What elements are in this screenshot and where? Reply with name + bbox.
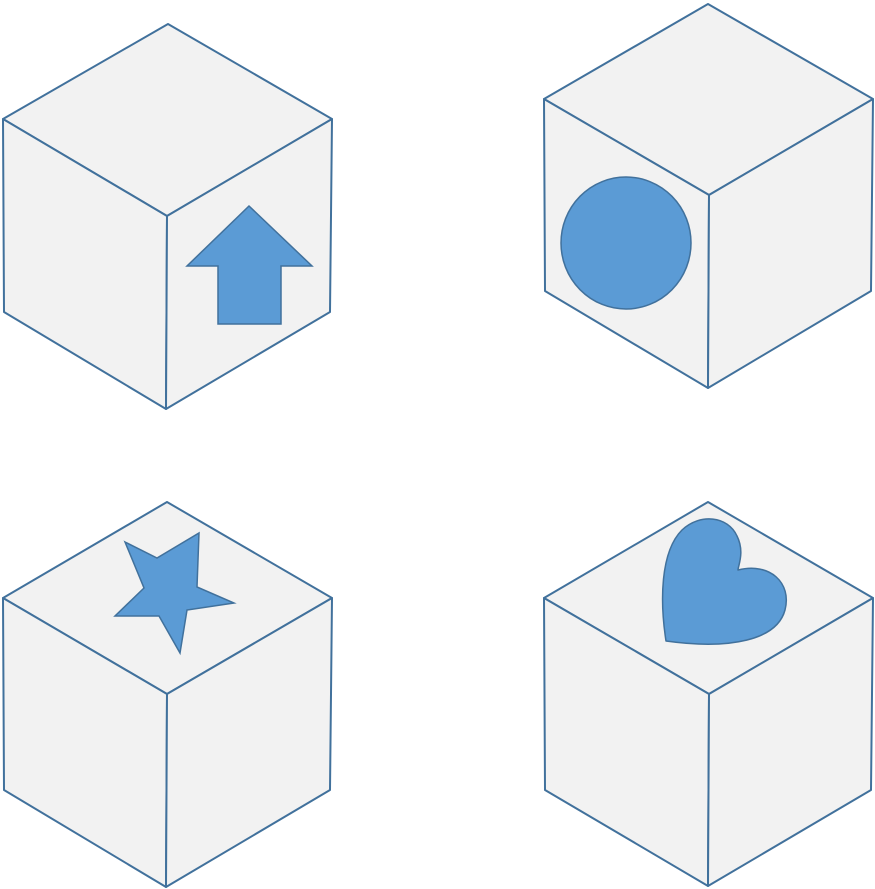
heart-icon [661, 518, 787, 645]
cube-bottom-right [543, 501, 874, 887]
cube-top-left [2, 23, 333, 410]
cube-top-right [543, 3, 874, 389]
cube-right-face [707, 98, 874, 389]
circle-icon [560, 176, 692, 310]
cube-bottom-left [2, 501, 333, 888]
cube-right-face [165, 597, 333, 888]
star-icon [113, 531, 237, 656]
arrow-up-icon [185, 204, 314, 325]
cube-right-face [707, 597, 874, 887]
